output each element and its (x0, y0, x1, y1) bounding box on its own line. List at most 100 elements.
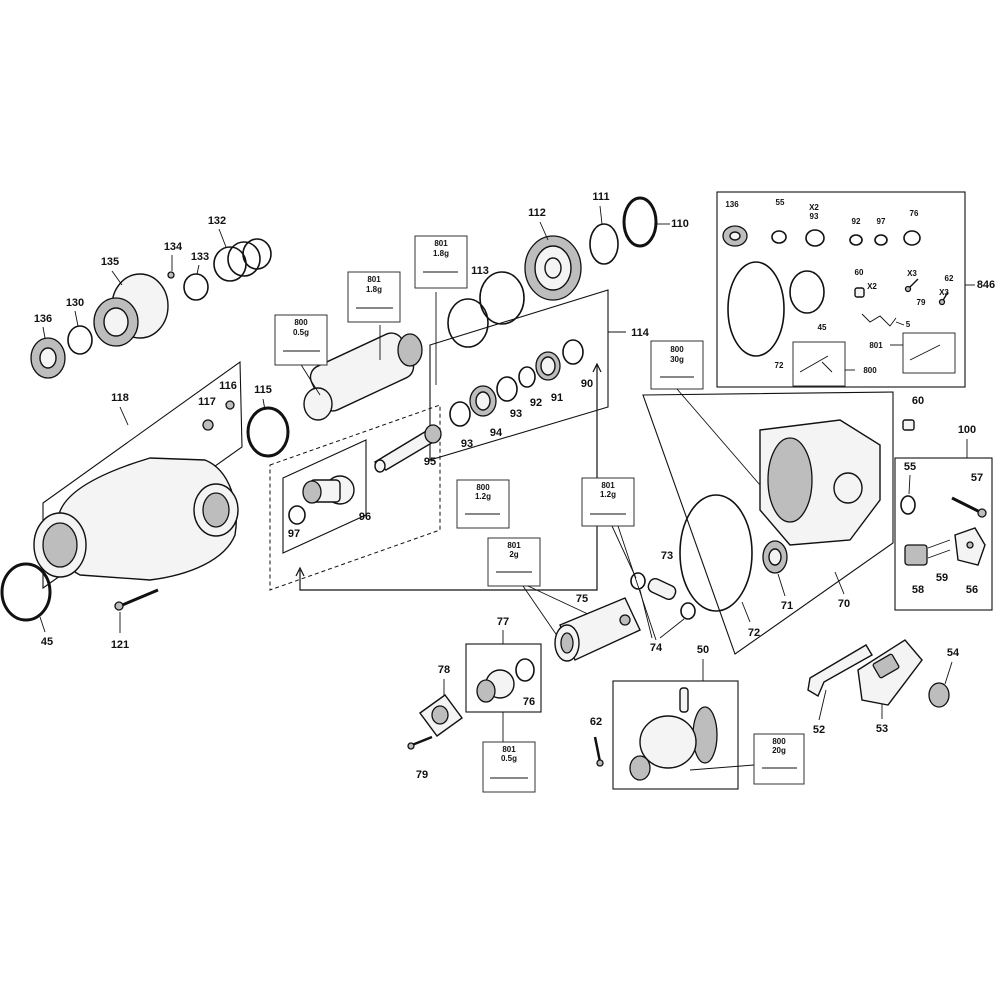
piston-96 (302, 475, 355, 505)
part-label-52: 52 (813, 724, 825, 736)
part-label-91: 91 (551, 392, 563, 404)
part-label-133: 133 (191, 251, 209, 263)
part-label-92: 92 (530, 397, 542, 409)
part-label-45-kit: 45 (818, 323, 827, 332)
part-label-116: 116 (219, 380, 237, 392)
part-label-90: 90 (581, 378, 593, 390)
screw-57 (951, 496, 987, 518)
part-label-60-kit: 60 (855, 268, 864, 277)
washer-133 (183, 273, 209, 301)
qty-x3-62: X3 (939, 288, 949, 297)
part-label-72: 72 (748, 627, 760, 639)
oring-97-kit (874, 234, 888, 246)
plate-56 (954, 527, 986, 566)
pin-60-kit (854, 287, 865, 298)
screw-79 (407, 735, 433, 750)
grease-amount-801-2g: 2g (509, 550, 518, 559)
sleeve-113a (447, 298, 489, 348)
part-label-93b: 93 (461, 438, 473, 450)
oring-92-kit (849, 234, 863, 246)
part-label-93a: 93 (510, 408, 522, 420)
part-label-130: 130 (66, 297, 84, 309)
oring-92 (518, 366, 536, 388)
grease-code-801-18g-a: 801 (434, 239, 448, 248)
grease-box-801-2g (487, 537, 541, 587)
grease-box-800-30g (650, 340, 704, 390)
grease-box-801-12g (581, 477, 635, 527)
grease-amount-801-12g: 1.2g (600, 490, 616, 499)
oring-97 (288, 505, 306, 525)
part-label-95: 95 (424, 456, 436, 468)
part-label-71: 71 (781, 600, 793, 612)
oring-76 (515, 658, 535, 682)
part-label-136-kit: 136 (725, 200, 739, 209)
screw-117 (202, 419, 214, 431)
part-label-76-kit: 76 (910, 209, 919, 218)
grease-box-800-12g (456, 479, 510, 529)
grease-amount-801-18g-a: 1.8g (433, 249, 449, 258)
part-label-50: 50 (697, 644, 709, 656)
assembly-96-box (282, 439, 367, 554)
part-label-110: 110 (671, 218, 689, 230)
grease-code-801-kit: 801 (869, 341, 883, 350)
oring-55-kit (771, 230, 787, 244)
grease-amount-801-05g: 0.5g (501, 754, 517, 763)
housing-118 (33, 457, 239, 581)
grease-code-800-kit: 800 (863, 366, 877, 375)
assembly-100-box (894, 457, 993, 611)
part-label-92-kit: 92 (852, 217, 861, 226)
part-label-136: 136 (34, 313, 52, 325)
oring-111 (589, 223, 619, 265)
subassembly-dashed-box (269, 404, 441, 591)
assembly-77-box (465, 643, 542, 713)
spring-132 (213, 238, 272, 282)
part-label-115: 115 (254, 384, 272, 396)
qty-x2-60: X2 (867, 282, 877, 291)
part-label-74: 74 (650, 642, 663, 654)
ring-115 (246, 406, 290, 458)
part-label-97: 97 (288, 528, 300, 540)
part-label-79-kit: 79 (917, 298, 926, 307)
part-label-45: 45 (41, 636, 53, 648)
part-label-79: 79 (416, 769, 428, 781)
grease-code-801-18g-b: 801 (367, 275, 381, 284)
striker-assembly (303, 332, 423, 421)
part-label-55-kit: 55 (776, 198, 785, 207)
part-label-113: 113 (471, 265, 489, 277)
qty-x3-79: X3 (907, 269, 917, 278)
bushing-94 (469, 385, 497, 417)
cylinder-75 (554, 597, 641, 662)
oring-93-kit (805, 229, 825, 247)
oring-76-kit (903, 230, 921, 246)
part-label-56: 56 (966, 584, 978, 596)
grease-amount-30g: 30g (670, 355, 684, 364)
oring-74a (630, 572, 646, 590)
bracket-52 (807, 644, 873, 698)
bracket-78 (419, 694, 463, 737)
spring-5-kit (861, 313, 897, 327)
switch-53 (857, 639, 923, 706)
oring-45 (0, 562, 52, 622)
grease-code-801-2g: 801 (507, 541, 521, 550)
qty-x2-93: X2 (809, 203, 819, 212)
part-label-77: 77 (497, 616, 509, 628)
sleeve-113b (479, 271, 525, 325)
part-label-111: 111 (592, 191, 609, 203)
grease-code-800-30g: 800 (670, 345, 684, 354)
ring-110 (622, 196, 658, 248)
block-58 (904, 544, 928, 566)
part-label-846: 846 (977, 279, 995, 291)
oring-45-kit (789, 270, 825, 314)
part-label-121: 121 (111, 639, 129, 651)
grease-code-801-12g: 801 (601, 481, 615, 490)
grease-box-801-18g-b (347, 271, 401, 323)
part-label-58: 58 (912, 584, 924, 596)
grease-box-801-kit (902, 332, 956, 374)
part-label-76: 76 (523, 696, 535, 708)
pin-73 (647, 578, 677, 600)
bushing-91 (535, 351, 561, 381)
part-label-112: 112 (528, 207, 546, 219)
part-label-70: 70 (838, 598, 850, 610)
grease-box-800-05g (274, 314, 328, 366)
grease-code-800-05g: 800 (294, 318, 308, 327)
